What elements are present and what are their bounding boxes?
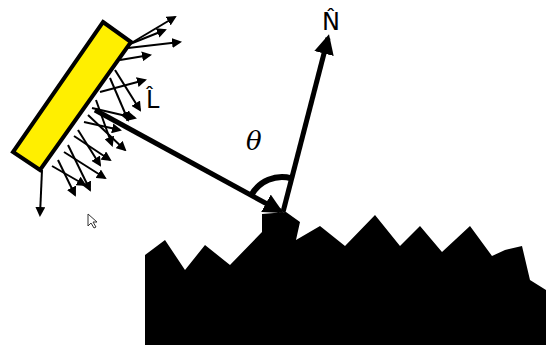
vector-label: L̂	[146, 88, 159, 112]
mouse-cursor	[88, 214, 97, 228]
vector-label: N̂	[322, 10, 340, 34]
light-source	[13, 22, 131, 170]
normal-vector	[283, 38, 328, 212]
angle-label: θ	[246, 128, 262, 154]
rough-surface	[145, 212, 546, 345]
light-vector	[95, 110, 280, 211]
angle-arc	[251, 177, 291, 195]
